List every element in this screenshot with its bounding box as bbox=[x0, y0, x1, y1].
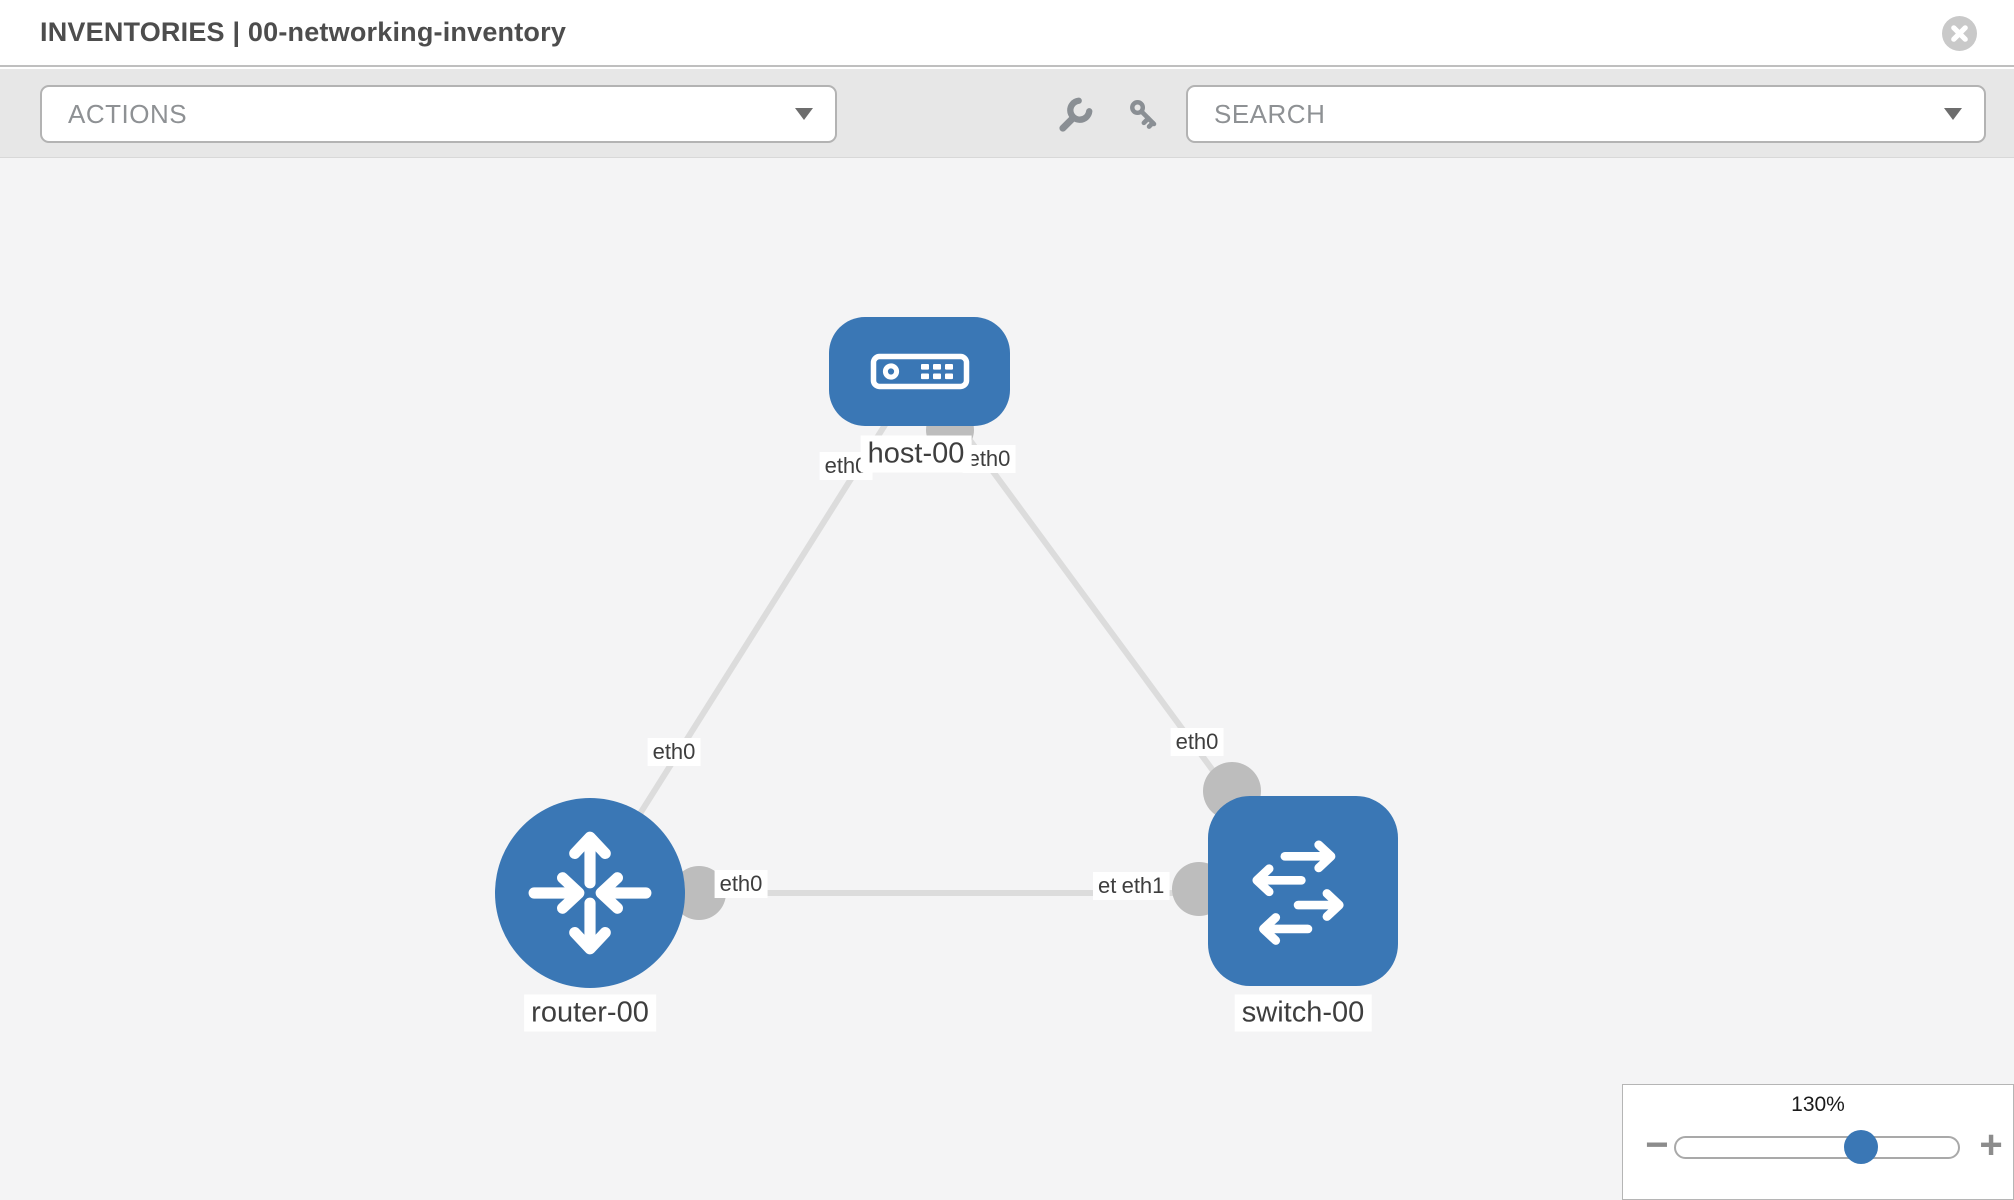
iface-label-switch-eth0: eth0 bbox=[1170, 728, 1224, 756]
credentials-key-button[interactable] bbox=[1126, 96, 1164, 134]
node-label-router: router-00 bbox=[524, 994, 656, 1032]
zoom-out-button[interactable]: − bbox=[1645, 1123, 1669, 1167]
zoom-level-value: 130% bbox=[1791, 1093, 1845, 1116]
node-switch-00[interactable] bbox=[1208, 796, 1398, 986]
port-router-eth0 bbox=[672, 866, 726, 920]
iface-label-router-eth0: eth0 bbox=[714, 870, 768, 898]
wrench-icon bbox=[1059, 97, 1093, 132]
close-icon bbox=[1951, 25, 1968, 42]
page-title: INVENTORIES | 00-networking-inventory bbox=[40, 17, 567, 47]
search-label: SEARCH bbox=[1214, 98, 1326, 129]
actions-dropdown-label: ACTIONS bbox=[68, 98, 188, 129]
toolbar: ACTIONS SEARCH bbox=[0, 69, 2014, 158]
topology-canvas[interactable]: host-00 router-00 switch-00 eth0 eth0 et… bbox=[0, 158, 2014, 1200]
tools-wrench-button[interactable] bbox=[1056, 96, 1094, 134]
switch-icon bbox=[1252, 840, 1344, 945]
zoom-slider-thumb[interactable] bbox=[1844, 1130, 1878, 1164]
topology-links-layer bbox=[587, 369, 1306, 920]
router-icon bbox=[528, 831, 652, 955]
iface-label-router-eth0-up: eth0 bbox=[647, 738, 701, 766]
header-bar: INVENTORIES | 00-networking-inventory bbox=[0, 0, 2014, 67]
caret-down-icon bbox=[795, 108, 813, 120]
node-host-00[interactable] bbox=[829, 317, 1010, 426]
node-label-switch: switch-00 bbox=[1234, 994, 1372, 1032]
zoom-in-button[interactable]: + bbox=[1979, 1123, 2003, 1167]
zoom-control-panel: 130% − + bbox=[1622, 1084, 2014, 1200]
zoom-slider-track[interactable] bbox=[1674, 1136, 1960, 1159]
node-router-00[interactable] bbox=[495, 798, 685, 988]
node-label-host: host-00 bbox=[860, 435, 972, 473]
search-dropdown[interactable]: SEARCH bbox=[1186, 85, 1986, 143]
close-button[interactable] bbox=[1942, 16, 1977, 51]
actions-dropdown[interactable]: ACTIONS bbox=[40, 85, 837, 143]
iface-label-host-eth0-right: eth0 bbox=[962, 445, 1016, 473]
caret-down-icon bbox=[1944, 108, 1962, 120]
iface-label-switch-eth1: eth1 bbox=[1116, 872, 1170, 900]
iface-label-host-eth0-left: eth0 bbox=[819, 452, 873, 480]
host-icon bbox=[870, 353, 969, 390]
key-icon bbox=[1130, 100, 1157, 129]
